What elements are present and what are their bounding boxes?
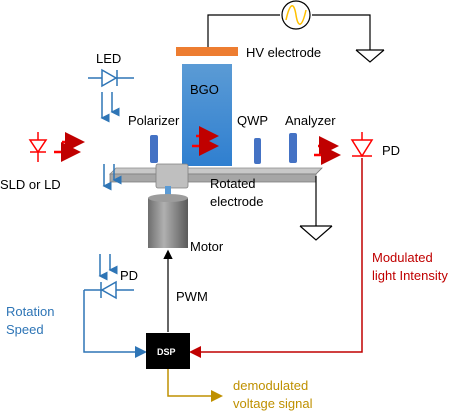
hv-electrode-label: HV electrode (246, 45, 321, 60)
hv-circuit (207, 0, 385, 63)
motor-label: Motor (190, 239, 224, 254)
photodiode-icon (350, 132, 374, 158)
motor (148, 194, 188, 248)
source-label: SLD or LD (0, 177, 61, 192)
rotation-label-line1: Rotation (6, 304, 54, 319)
analyzer-label: Analyzer (285, 113, 336, 128)
motor-shaft (165, 186, 171, 198)
dsp-label: DSP (157, 347, 176, 357)
led-label: LED (96, 51, 121, 66)
polarizer-label: Polarizer (128, 113, 180, 128)
pwm-label: PWM (176, 289, 208, 304)
modulated-label-line1: Modulated (372, 250, 433, 265)
rotation-label-line2: Speed (6, 322, 44, 337)
rotated-label-line1: Rotated (210, 176, 256, 191)
beam-to-pd (314, 136, 341, 165)
rotation-speed-path (83, 290, 147, 358)
source-beam-arrows (54, 132, 85, 162)
analyzer (289, 133, 297, 163)
ground-icon (355, 49, 385, 63)
ac-source-icon (281, 0, 311, 30)
modulated-label-line2: light Intensity (372, 268, 448, 283)
led-light-arrows (100, 92, 120, 123)
rotated-electrode (109, 163, 323, 189)
source-diode-icon (28, 132, 48, 162)
bgo-label: BGO (190, 82, 219, 97)
dsp-box (146, 333, 190, 369)
beam-in-crystal (192, 126, 219, 156)
polarizer (150, 135, 158, 163)
ground-icon (299, 225, 333, 241)
pd-top-label: PD (382, 143, 400, 158)
pd-bottom-light-arrows (98, 254, 118, 281)
qwp-label: QWP (237, 113, 268, 128)
photodiode-icon (84, 280, 134, 300)
demod-label-line2: voltage signal (233, 396, 313, 411)
led-light-arrows-lower (102, 164, 122, 191)
qwp (254, 138, 261, 164)
hv-electrode (176, 47, 238, 56)
modulated-signal-path (189, 158, 363, 358)
demod-label-line1: demodulated (233, 378, 308, 393)
diode-icon (88, 68, 134, 88)
demodulated-output-path (167, 369, 223, 402)
rotated-label-line2: electrode (210, 194, 263, 209)
pd-bottom-label: PD (120, 268, 138, 283)
bgo-crystal (182, 64, 232, 166)
